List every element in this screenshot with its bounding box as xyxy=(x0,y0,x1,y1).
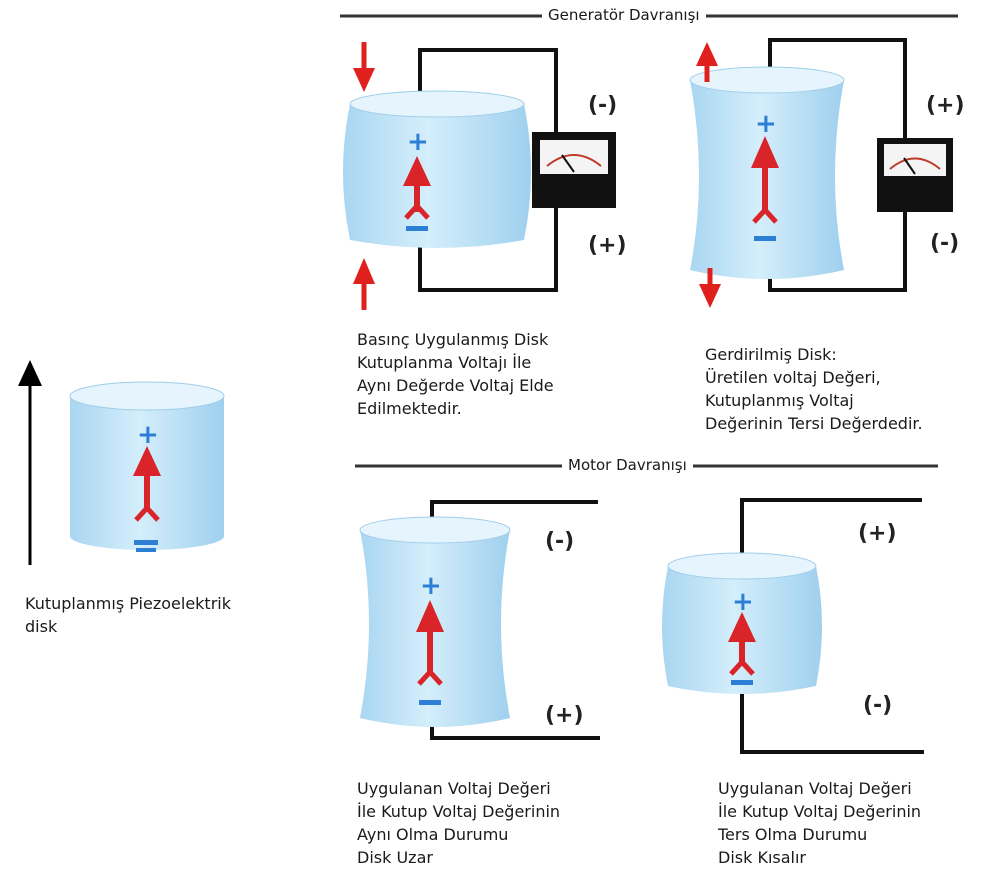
motor-section-title: Motor Davranışı xyxy=(562,456,693,474)
polarization-arrow-icon xyxy=(751,136,779,224)
polarization-direction-arrow xyxy=(18,360,42,565)
stretched-disk-caption: Gerdirilmiş Disk: Üretilen voltaj Değeri… xyxy=(705,345,923,433)
motor-same-assembly: + (-) (+) xyxy=(359,500,600,740)
compressed-disk-caption: Basınç Uygulanmış Disk Kutuplanma Voltaj… xyxy=(357,330,554,418)
minus-sign-icon xyxy=(134,540,158,545)
terminal-negative: (-) xyxy=(588,93,617,118)
terminal-positive: (+) xyxy=(588,233,627,258)
compressed-disk-assembly: + (-) (+) xyxy=(343,42,627,310)
compression-arrow-up-icon xyxy=(353,258,375,310)
motor-same-plus-sign: + xyxy=(420,571,442,601)
stretched-disk-assembly: + (+) (-) xyxy=(689,38,965,308)
motor-reverse-plus-sign: + xyxy=(732,587,754,617)
disk-plus-sign: + xyxy=(137,420,159,450)
voltmeter-icon xyxy=(532,132,616,208)
generator-section-title: Generatör Davranışı xyxy=(542,6,706,24)
polarized-disk: + xyxy=(69,381,225,552)
compressed-plus-sign: + xyxy=(407,127,429,157)
terminal-negative: (-) xyxy=(545,529,574,554)
stretched-plus-sign: + xyxy=(755,109,777,139)
motor-reverse-caption: Uygulanan Voltaj Değeri İle Kutup Voltaj… xyxy=(718,779,922,867)
compression-arrow-down-icon xyxy=(353,42,375,92)
polarization-arrow-icon xyxy=(728,612,756,676)
terminal-positive: (+) xyxy=(545,703,584,728)
tension-arrow-up-icon xyxy=(696,42,718,82)
motor-reverse-assembly: + (+) (-) xyxy=(662,498,924,754)
motor-same-caption: Uygulanan Voltaj Değeri İle Kutup Voltaj… xyxy=(357,779,561,867)
terminal-positive: (+) xyxy=(926,93,965,118)
voltmeter-icon xyxy=(877,138,953,212)
tension-arrow-down-icon xyxy=(699,268,721,308)
polarization-arrow-icon xyxy=(416,600,444,686)
polarization-arrow-icon xyxy=(133,446,161,522)
terminal-negative: (-) xyxy=(930,231,959,256)
polarized-disk-caption: Kutuplanmış Piezoelektrik disk xyxy=(25,594,231,636)
terminal-negative: (-) xyxy=(863,693,892,718)
polarization-arrow-icon xyxy=(403,156,431,220)
terminal-positive: (+) xyxy=(858,521,897,546)
